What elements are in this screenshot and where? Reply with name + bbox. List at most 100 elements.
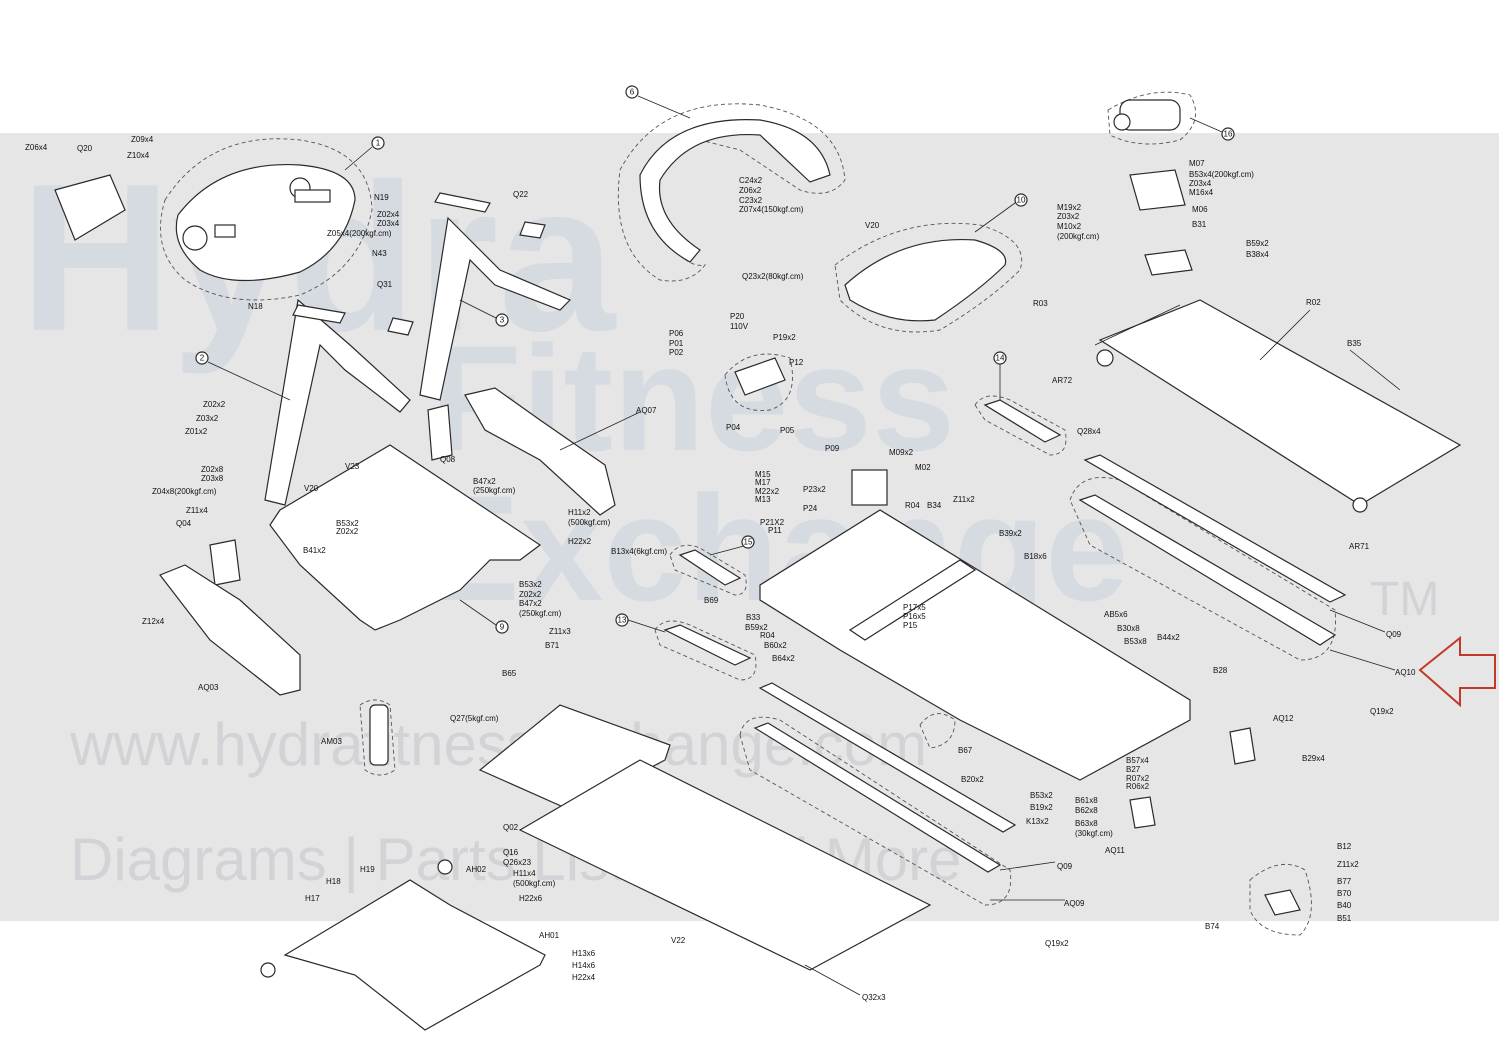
label-R06x2: R06x2 bbox=[1126, 782, 1150, 791]
label-B28: B28 bbox=[1213, 666, 1228, 675]
label-Z02x2c: Z02x2 bbox=[519, 590, 542, 599]
label-B33: B33 bbox=[746, 613, 761, 622]
label-N43: N43 bbox=[372, 249, 387, 258]
label-P20: P20 bbox=[730, 312, 745, 321]
label-AQ07: AQ07 bbox=[636, 406, 657, 415]
label-B70: B70 bbox=[1337, 889, 1352, 898]
label-Q32x3: Q32x3 bbox=[862, 993, 886, 1002]
misc-assemblies bbox=[359, 353, 1312, 971]
label-Z12x4: Z12x4 bbox=[142, 617, 165, 626]
label-B34: B34 bbox=[927, 501, 942, 510]
label-B71: B71 bbox=[545, 641, 560, 650]
upright-right bbox=[419, 216, 572, 401]
assembly-13 bbox=[663, 624, 752, 666]
label-P23x2: P23x2 bbox=[803, 485, 826, 494]
callout-circle-15 bbox=[741, 535, 755, 549]
label-V22: V22 bbox=[671, 936, 686, 945]
callout-circle-6 bbox=[625, 85, 639, 99]
label-Z02x8: Z02x8 bbox=[201, 465, 224, 474]
watermark-tm: TM bbox=[1370, 573, 1439, 626]
label-C24x2: C24x2 bbox=[739, 176, 763, 185]
label-Q19x2b: Q19x2 bbox=[1045, 939, 1069, 948]
q31-part bbox=[387, 317, 414, 336]
label-Z06x2: Z06x2 bbox=[739, 186, 762, 195]
label-B47x2a: B47x2 bbox=[473, 477, 496, 486]
label-M06: M06 bbox=[1192, 205, 1208, 214]
label-P20-voltage: 110V bbox=[730, 322, 749, 331]
motor-cover bbox=[844, 238, 1007, 322]
label-N18: N18 bbox=[248, 302, 263, 311]
label-Q22: Q22 bbox=[513, 190, 529, 199]
pointer-arrow bbox=[1418, 635, 1496, 708]
label-Z02x2b: Z02x2 bbox=[336, 527, 359, 536]
callout-circle-1 bbox=[371, 136, 385, 150]
am03-actuator bbox=[369, 704, 389, 766]
callout-circle-2 bbox=[195, 351, 209, 365]
m02-vent bbox=[851, 469, 888, 506]
label-B38x4: B38x4 bbox=[1246, 250, 1269, 259]
label-B77: B77 bbox=[1337, 877, 1352, 886]
label-Z02x4: Z02x4 bbox=[377, 210, 400, 219]
label-V20a: V20 bbox=[304, 484, 319, 493]
label-B59x2a: B59x2 bbox=[1246, 239, 1269, 248]
main-frame bbox=[759, 509, 1191, 781]
motor-group bbox=[1107, 91, 1197, 276]
label-P09: P09 bbox=[825, 444, 840, 453]
label-B29x4: B29x4 bbox=[1302, 754, 1325, 763]
label-R03: R03 bbox=[1033, 299, 1048, 308]
front-roller-end bbox=[1096, 349, 1114, 367]
label-B60x2: B60x2 bbox=[764, 641, 787, 650]
q04-cover bbox=[209, 539, 241, 586]
motor-cover-group bbox=[834, 222, 1022, 333]
callout-14: 14 bbox=[996, 354, 1005, 363]
callout-10: 10 bbox=[1017, 196, 1026, 205]
label-M15: M15 bbox=[755, 470, 771, 479]
label-B35: B35 bbox=[1347, 339, 1362, 348]
label-P24: P24 bbox=[803, 504, 818, 513]
label-B39x2: B39x2 bbox=[999, 529, 1022, 538]
label-AB5x6: AB5x6 bbox=[1104, 610, 1128, 619]
label-H11x4-torque: (500kgf.cm) bbox=[513, 879, 556, 888]
label-Z11x4: Z11x4 bbox=[186, 506, 208, 515]
callout-circle-10 bbox=[1014, 193, 1028, 207]
label-P06: P06 bbox=[669, 329, 684, 338]
label-Q02: Q02 bbox=[503, 823, 519, 832]
label-M10x2-torque: (200kgf.cm) bbox=[1057, 232, 1100, 241]
label-Z03x4: Z03x4 bbox=[377, 219, 400, 228]
label-AH01: AH01 bbox=[539, 931, 560, 940]
q20-bracket bbox=[54, 174, 126, 241]
rear-stand bbox=[283, 879, 546, 1031]
label-R04b: R04 bbox=[760, 631, 775, 640]
label-M22x2: M22x2 bbox=[755, 487, 780, 496]
label-B47x2b: B47x2 bbox=[519, 599, 542, 608]
p-assembly bbox=[734, 357, 786, 396]
label-Q28x4: Q28x4 bbox=[1077, 427, 1101, 436]
label-M02: M02 bbox=[915, 463, 931, 472]
label-B67: B67 bbox=[958, 746, 973, 755]
label-AQ09: AQ09 bbox=[1064, 899, 1085, 908]
label-P15: P15 bbox=[903, 621, 918, 630]
label-M09x2: M09x2 bbox=[889, 448, 914, 457]
label-H18: H18 bbox=[326, 877, 341, 886]
label-H11x4: H11x4 bbox=[513, 869, 536, 878]
label-Z09x4: Z09x4 bbox=[131, 135, 154, 144]
label-AQ12: AQ12 bbox=[1273, 714, 1294, 723]
q22-part bbox=[519, 221, 546, 239]
callout-15: 15 bbox=[744, 538, 753, 547]
label-B47x2a-torque: (250kgf.cm) bbox=[473, 486, 516, 495]
side-rail-left-body bbox=[753, 722, 1002, 873]
label-B31: B31 bbox=[1192, 220, 1207, 229]
label-Z11x3: Z11x3 bbox=[549, 627, 571, 636]
callout-13: 13 bbox=[618, 616, 627, 625]
uprights-group bbox=[264, 192, 572, 506]
label-H11x2-torque: (500kgf.cm) bbox=[568, 518, 611, 527]
label-B19x2: B19x2 bbox=[1030, 803, 1053, 812]
q08-part bbox=[427, 404, 453, 461]
console-dashed-outline bbox=[160, 138, 373, 301]
label-P19x2: P19x2 bbox=[773, 333, 796, 342]
handrail-dashed-outline bbox=[617, 103, 846, 282]
main-frame-group bbox=[759, 469, 1256, 829]
base-frame bbox=[269, 444, 542, 631]
console-group bbox=[54, 138, 373, 301]
